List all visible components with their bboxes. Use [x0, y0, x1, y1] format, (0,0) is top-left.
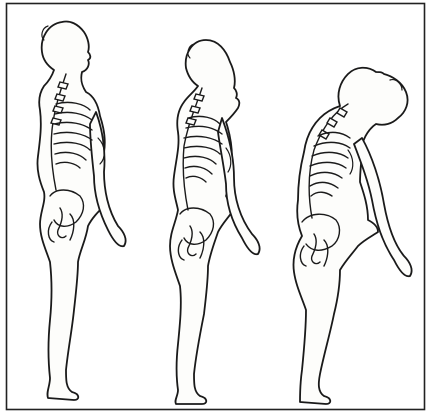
illustration-panel: [0, 0, 429, 415]
posture-progression-illustration: [0, 0, 429, 415]
